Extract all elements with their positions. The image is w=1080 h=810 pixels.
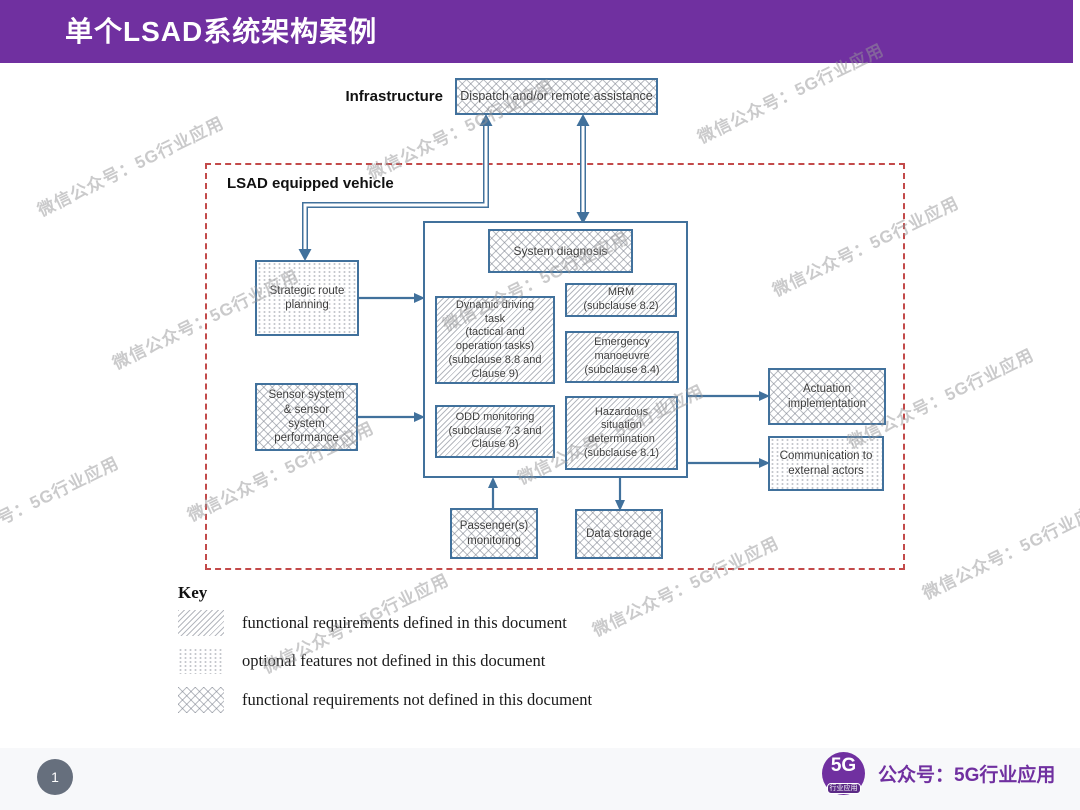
wechat-account-text: 公众号：5G行业应用 [878, 765, 1056, 786]
mrm-label: MRM (subclause 8.2) [583, 286, 659, 312]
data-storage-label: Data storage [586, 527, 652, 540]
watermark-text: 微信公众号：5G行业应用 [919, 496, 1080, 604]
key-title: Key [178, 583, 208, 602]
5g-logo: 5G 行业应用 [822, 752, 865, 795]
actuation-implementation-label: Actuation implementation [788, 383, 866, 410]
mrm-box: MRM (subclause 8.2) [565, 283, 677, 317]
strategic-route-planning-box: Strategic route planning [255, 260, 359, 336]
5g-logo-badge: 行业应用 [826, 783, 861, 794]
dynamic-driving-task-box: Dynamic driving task (tactical and opera… [435, 296, 555, 384]
sensor-system-label: Sensor system & sensor system performanc… [268, 389, 345, 445]
system-diagnosis-box: System diagnosis [488, 229, 633, 273]
key-item-label: optional features not defined in this do… [242, 651, 546, 670]
communication-external-actors-box: Communication to external actors [768, 436, 884, 491]
communication-external-actors-label: Communication to external actors [779, 450, 873, 477]
hatch-pattern-swatch [178, 610, 224, 636]
footer-bar: 1 5G 行业应用 公众号：5G行业应用 [0, 748, 1080, 810]
strategic-route-planning-label: Strategic route planning [269, 284, 345, 311]
watermark-text: 微信公众号：5G行业应用 [0, 453, 123, 561]
emergency-manoeuvre-label: Emergency manoeuvre (subclause 8.4) [584, 336, 660, 376]
sensor-system-box: Sensor system & sensor system performanc… [255, 383, 358, 451]
slide-header-bar: 单个LSAD系统架构案例 [0, 0, 1073, 63]
system-diagnosis-label: System diagnosis [513, 243, 608, 258]
key-item-label: functional requirements defined in this … [242, 613, 567, 632]
lsad-vehicle-label: LSAD equipped vehicle [227, 175, 394, 192]
key-item-defined: functional requirements defined in this … [178, 609, 738, 637]
passenger-monitoring-box: Passenger(s) monitoring [450, 508, 538, 559]
watermark-text: 微信公众号：5G行业应用 [34, 113, 228, 221]
dispatch-remote-assistance-box: Dispatch and/or remote assistance [455, 78, 658, 115]
dispatch-remote-assistance-label: Dispatch and/or remote assistance [460, 88, 653, 103]
hazardous-situation-label: Hazardous situation determination (subcl… [583, 405, 660, 459]
odd-monitoring-label: ODD monitoring (subclause 7.3 and Clause… [448, 410, 542, 451]
odd-monitoring-box: ODD monitoring (subclause 7.3 and Clause… [435, 405, 555, 458]
key-item-optional: optional features not defined in this do… [178, 647, 738, 675]
emergency-manoeuvre-box: Emergency manoeuvre (subclause 8.4) [565, 331, 679, 383]
dots-pattern-swatch [178, 648, 224, 674]
key-item-not-defined: functional requirements not defined in t… [178, 686, 738, 714]
hazardous-situation-box: Hazardous situation determination (subcl… [565, 396, 678, 470]
infrastructure-label: Infrastructure [345, 88, 443, 105]
page-title: 单个LSAD系统架构案例 [65, 16, 378, 47]
data-storage-box: Data storage [575, 509, 663, 559]
crosshatch-pattern-swatch [178, 687, 224, 713]
key-item-label: functional requirements not defined in t… [242, 690, 593, 709]
passenger-monitoring-label: Passenger(s) monitoring [459, 520, 529, 547]
5g-logo-text: 5G [830, 755, 857, 776]
actuation-implementation-box: Actuation implementation [768, 368, 886, 425]
page-number-badge: 1 [37, 759, 73, 795]
dynamic-driving-task-label: Dynamic driving task (tactical and opera… [448, 298, 542, 380]
